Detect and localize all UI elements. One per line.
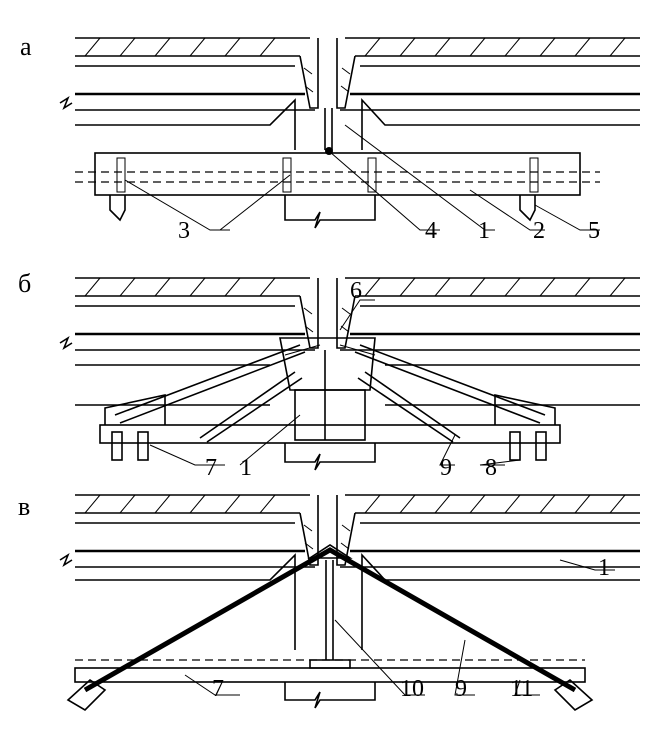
callout-10: 10 xyxy=(400,676,424,702)
callout-9: 9 xyxy=(455,676,467,702)
callout-8: 8 xyxy=(485,455,497,481)
callout-6: 6 xyxy=(350,278,362,304)
bolts xyxy=(111,431,547,461)
callout-7: 7 xyxy=(212,676,224,702)
callout-7: 7 xyxy=(205,455,217,481)
panel-c: в 1 7 10 9 11 xyxy=(18,492,642,712)
callout-2: 2 xyxy=(533,218,545,244)
panel-a: а 3 4 1 2 5 xyxy=(20,32,642,244)
tie-rods xyxy=(114,344,546,443)
callout-1: 1 xyxy=(598,555,610,581)
tension-cable xyxy=(83,547,577,693)
callout-4: 4 xyxy=(425,218,437,244)
callout-1: 1 xyxy=(478,218,490,244)
panel-letter: б xyxy=(18,269,31,298)
callout-9: 9 xyxy=(440,455,452,481)
panel-letter: а xyxy=(20,32,32,61)
weld-marks xyxy=(116,157,539,193)
panel-b: б 6 7 1 9 8 xyxy=(18,269,642,481)
panel-letter: в xyxy=(18,492,30,521)
callout-11: 11 xyxy=(510,676,533,702)
callout-3: 3 xyxy=(178,218,190,244)
callout-5: 5 xyxy=(588,218,600,244)
callout-1: 1 xyxy=(240,455,252,481)
